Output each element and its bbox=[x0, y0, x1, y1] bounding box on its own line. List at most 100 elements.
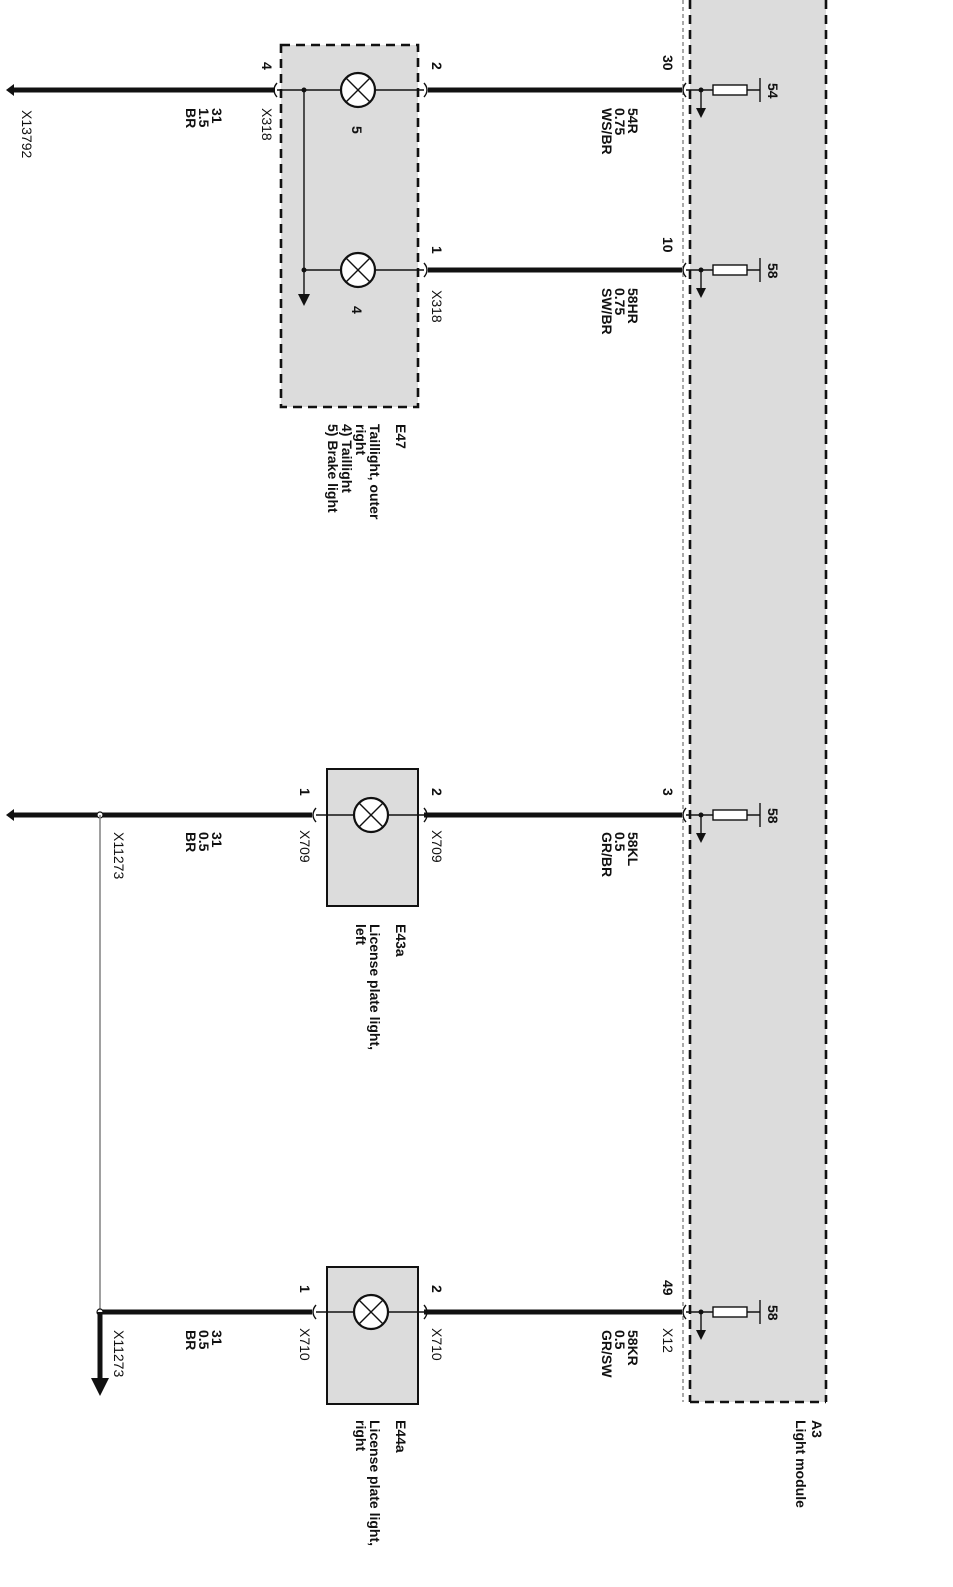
pin-connector bbox=[312, 1304, 317, 1320]
pin-connector bbox=[423, 1304, 428, 1320]
module-connector-label: X12 bbox=[660, 1328, 676, 1353]
component-connector-label: X710 bbox=[297, 1328, 313, 1361]
module-output-label: 58 bbox=[765, 263, 781, 279]
resistor-symbol bbox=[712, 84, 748, 96]
component-description: License plate light, bbox=[367, 1420, 383, 1546]
wire-id: 54R bbox=[625, 108, 641, 134]
module-pin-label: 3 bbox=[660, 788, 676, 796]
circuit-54r: 54 30 54R 0.75 WS/BR 2 bbox=[428, 55, 781, 155]
component-pin-label: 2 bbox=[429, 1285, 445, 1293]
wire-size: 0.5 bbox=[612, 832, 628, 852]
wire-id: 31 bbox=[209, 832, 225, 848]
component-pin-label: 2 bbox=[429, 788, 445, 796]
component-connector-label: X318 bbox=[259, 108, 275, 141]
module-pin-connector bbox=[682, 807, 687, 823]
wire-size: 0.5 bbox=[196, 832, 212, 852]
arrow-down-icon bbox=[298, 294, 310, 306]
wire-color: GR/SW bbox=[599, 1330, 615, 1378]
arrow-down-icon bbox=[91, 1378, 109, 1396]
component-description: 5) Brake light bbox=[325, 424, 341, 513]
component-pin-label: 1 bbox=[429, 246, 445, 254]
wire-size: 0.75 bbox=[612, 288, 628, 315]
wire-color: GR/BR bbox=[599, 832, 615, 877]
lamp-icon bbox=[352, 1293, 390, 1331]
module-output-label: 54 bbox=[765, 83, 781, 99]
circuit-58kr: 58 49 X12 58KR 0.5 GR/SW 2 X710 bbox=[424, 1280, 781, 1378]
circuit-58kl: 58 3 58KL 0.5 GR/BR 2 X709 bbox=[424, 788, 781, 877]
wire-color: BR bbox=[183, 108, 199, 128]
component-pin-label: 1 bbox=[297, 1285, 313, 1293]
ground-x11273-left: 1 X709 31 0.5 BR X11273 bbox=[6, 788, 313, 1312]
e43a-housing bbox=[326, 768, 419, 907]
component-description: right bbox=[353, 1420, 369, 1451]
pin-connector bbox=[423, 82, 428, 98]
wire-id: 58HR bbox=[625, 288, 641, 324]
wire-id: 58KR bbox=[625, 1330, 641, 1366]
wire-id: 31 bbox=[209, 108, 225, 124]
arrow-down-icon bbox=[696, 833, 706, 843]
ground-point-label: X11273 bbox=[111, 832, 127, 879]
module-pin-connector bbox=[682, 262, 687, 278]
component-pin-label: 1 bbox=[297, 788, 313, 796]
ground-terminal-icon bbox=[6, 84, 14, 96]
e44a-housing bbox=[326, 1266, 419, 1405]
component-connector-label: X710 bbox=[429, 1328, 445, 1361]
resistor-symbol bbox=[712, 809, 748, 821]
arrow-down-icon bbox=[696, 1330, 706, 1340]
arrow-down-icon bbox=[696, 288, 706, 298]
circuit-58hr: 58 10 58HR 0.75 SW/BR 1 X318 bbox=[428, 237, 781, 335]
wire-size: 0.5 bbox=[196, 1330, 212, 1350]
module-pin-connector bbox=[682, 1304, 687, 1320]
component-id: E47 bbox=[393, 424, 409, 449]
ground-point-label: X11273 bbox=[111, 1330, 127, 1377]
ground-x13792: 4 X318 31 1.5 BR X13792 bbox=[6, 62, 275, 158]
wire-color: BR bbox=[183, 1330, 199, 1350]
resistor-symbol bbox=[712, 1306, 748, 1318]
module-name: Light module bbox=[793, 1420, 809, 1508]
lamp-icon bbox=[352, 796, 390, 834]
module-pin-label: 49 bbox=[660, 1280, 676, 1296]
component-id: E43a bbox=[393, 924, 409, 957]
wire-color: BR bbox=[183, 832, 199, 852]
wire-id: 58KL bbox=[625, 832, 641, 867]
module-output-label: 58 bbox=[765, 1305, 781, 1321]
component-connector-label: X709 bbox=[297, 830, 313, 863]
component-pin-label: 2 bbox=[429, 62, 445, 70]
pin-connector bbox=[423, 262, 428, 278]
wire-size: 0.75 bbox=[612, 108, 628, 135]
lamp-number: 5 bbox=[349, 126, 365, 134]
wire-size: 1.5 bbox=[196, 108, 212, 128]
component-e47: 5 4 E47 Taillight, outer right 4) Tailli… bbox=[273, 43, 428, 520]
pin-connector bbox=[423, 807, 428, 823]
component-description: License plate light, bbox=[367, 924, 383, 1050]
wire-color: WS/BR bbox=[599, 108, 615, 155]
component-pin-label: 4 bbox=[259, 62, 275, 70]
component-id: E44a bbox=[393, 1420, 409, 1453]
resistor-symbol bbox=[712, 264, 748, 276]
ground-point-label: X13792 bbox=[19, 110, 35, 158]
component-description: left bbox=[353, 924, 369, 945]
module-pin-label: 30 bbox=[660, 55, 676, 71]
ground-terminal-icon bbox=[6, 809, 14, 821]
component-connector-label: X709 bbox=[429, 830, 445, 863]
module-id: A3 bbox=[809, 1420, 825, 1438]
wire-color: SW/BR bbox=[599, 288, 615, 335]
lamp-icon bbox=[339, 71, 377, 109]
component-description: right bbox=[353, 424, 369, 455]
ground-x11273-right: 1 X710 31 0.5 BR X11273 bbox=[91, 1285, 313, 1396]
wire-size: 0.5 bbox=[612, 1330, 628, 1350]
module-output-label: 58 bbox=[765, 808, 781, 824]
module-pin-connector bbox=[682, 82, 687, 98]
component-e43a: E43a License plate light, left bbox=[312, 768, 428, 1050]
component-connector-label: X318 bbox=[429, 290, 445, 323]
lamp-icon bbox=[339, 251, 377, 289]
wire-id: 31 bbox=[209, 1330, 225, 1346]
junction-dot bbox=[301, 87, 307, 93]
arrow-down-icon bbox=[696, 108, 706, 118]
light-module-body bbox=[690, 0, 826, 1402]
component-description: Taillight, outer bbox=[367, 424, 383, 520]
lamp-number: 4 bbox=[349, 306, 365, 314]
module-pin-label: 10 bbox=[660, 237, 676, 253]
pin-connector bbox=[312, 807, 317, 823]
